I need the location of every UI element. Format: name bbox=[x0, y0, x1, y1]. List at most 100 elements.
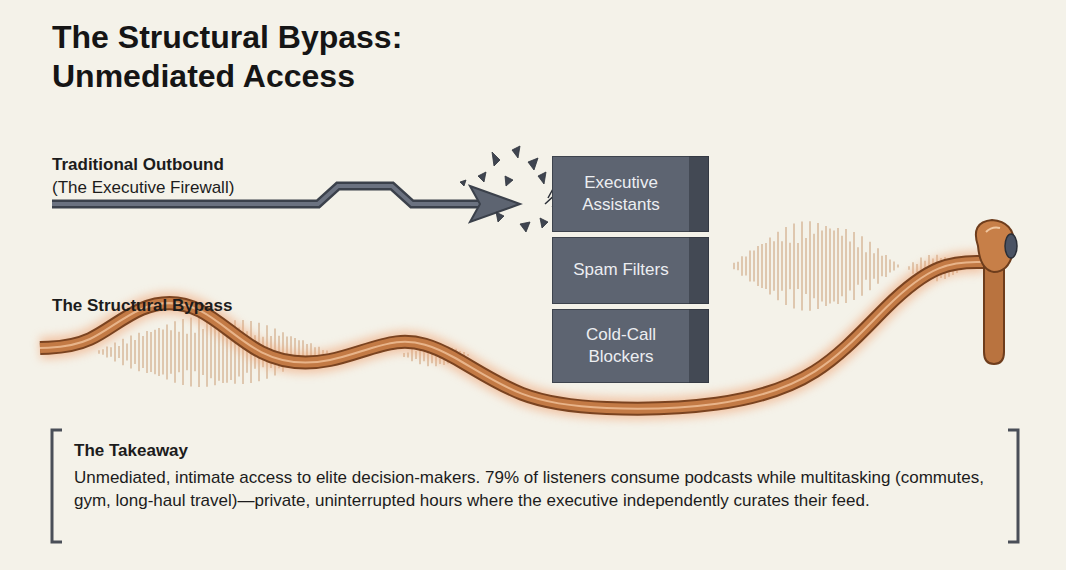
wave-stroke bbox=[737, 262, 738, 271]
wave-stroke bbox=[773, 241, 774, 290]
title: The Structural Bypass: Unmediated Access bbox=[52, 18, 532, 96]
wave-stroke bbox=[809, 221, 810, 310]
wave-stroke bbox=[170, 330, 171, 374]
wave-stroke bbox=[785, 227, 786, 305]
cable-glow bbox=[40, 262, 984, 409]
shatter-fragments bbox=[460, 146, 548, 232]
takeaway-panel: The TakeawayUnmediated, intimate access … bbox=[74, 440, 1004, 536]
wave-stroke bbox=[182, 319, 183, 385]
wave-stroke bbox=[110, 347, 111, 356]
wave-stroke bbox=[821, 230, 822, 301]
wave-stroke bbox=[845, 229, 846, 303]
wave-stroke bbox=[130, 336, 131, 369]
wave-stroke bbox=[202, 329, 203, 375]
shard bbox=[505, 176, 513, 186]
wave-stroke bbox=[198, 317, 199, 387]
wave-stroke bbox=[158, 328, 159, 376]
wave-stroke bbox=[138, 333, 139, 371]
wave-stroke bbox=[897, 265, 898, 268]
wave-stroke bbox=[194, 333, 195, 372]
wave-stroke bbox=[749, 251, 750, 282]
wave-stroke bbox=[102, 349, 103, 354]
wave-stroke bbox=[142, 336, 143, 368]
wave-stroke bbox=[126, 344, 127, 361]
wave-stroke bbox=[162, 330, 163, 375]
outbound-arrowhead bbox=[470, 186, 520, 222]
shard bbox=[540, 218, 548, 228]
wave-stroke bbox=[813, 234, 814, 298]
block-label: Cold-Call Blockers bbox=[563, 324, 679, 368]
takeaway-heading: The Takeaway bbox=[74, 440, 1004, 463]
wave-stroke bbox=[174, 321, 175, 382]
wave-stroke bbox=[777, 232, 778, 300]
wave-stroke bbox=[881, 256, 882, 277]
wave-stroke bbox=[837, 228, 838, 304]
cable-outline bbox=[40, 262, 984, 409]
wave-stroke bbox=[853, 232, 854, 300]
wave-stroke bbox=[765, 243, 766, 289]
wave-stroke bbox=[849, 242, 850, 291]
earbud-icon bbox=[976, 220, 1017, 364]
wave-stroke bbox=[877, 248, 878, 284]
wave-stroke bbox=[150, 332, 151, 372]
wave-stroke bbox=[865, 252, 866, 280]
wave-stroke bbox=[889, 260, 890, 273]
wave-stroke bbox=[781, 241, 782, 290]
wave-stroke bbox=[166, 324, 167, 379]
wave-stroke bbox=[829, 228, 830, 303]
wave-stroke bbox=[873, 253, 874, 279]
takeaway-body: Unmediated, intimate access to elite dec… bbox=[74, 467, 1004, 513]
section-label: Traditional Outbound bbox=[52, 155, 224, 175]
wave-stroke bbox=[186, 334, 187, 370]
wave-stroke bbox=[861, 236, 862, 295]
shard bbox=[520, 222, 530, 232]
wave-stroke bbox=[190, 317, 191, 386]
wave-stroke bbox=[407, 353, 408, 358]
wave-stroke bbox=[114, 343, 115, 362]
wave-stroke bbox=[857, 247, 858, 284]
wave-stroke bbox=[146, 331, 147, 373]
cable-body bbox=[40, 262, 984, 409]
wave-stroke bbox=[741, 256, 742, 276]
wave-stroke bbox=[98, 350, 99, 354]
section-label: The Structural Bypass bbox=[52, 296, 232, 316]
firewall-block: Spam Filters bbox=[552, 237, 690, 304]
shard bbox=[528, 158, 538, 170]
earbud-stem bbox=[984, 262, 1004, 364]
earbud-highlight bbox=[986, 228, 1000, 233]
wave-stroke bbox=[893, 261, 894, 270]
right-bracket bbox=[1008, 430, 1018, 542]
wave-stroke bbox=[210, 326, 211, 378]
wave-stroke bbox=[134, 340, 135, 364]
shard bbox=[512, 146, 520, 158]
wave-stroke bbox=[122, 339, 123, 365]
shard bbox=[460, 180, 466, 186]
takeaway-brackets bbox=[52, 430, 1018, 542]
wave-stroke bbox=[118, 346, 119, 358]
earbud-tip bbox=[1005, 234, 1017, 258]
wave-stroke bbox=[757, 246, 758, 286]
wave-stroke bbox=[885, 255, 886, 277]
wave-stroke bbox=[825, 226, 826, 306]
shard bbox=[478, 172, 486, 182]
wave-stroke bbox=[908, 266, 909, 269]
wave-stroke bbox=[789, 243, 790, 290]
wave-stroke bbox=[403, 353, 404, 357]
wave-stroke bbox=[753, 250, 754, 281]
wave-stroke bbox=[733, 263, 734, 270]
wave-stroke bbox=[833, 230, 834, 301]
outbound-line bbox=[52, 176, 572, 226]
bypass-cable bbox=[40, 262, 984, 409]
block-label: Executive Assistants bbox=[563, 172, 679, 216]
wave-stroke bbox=[801, 222, 802, 311]
wave-stroke bbox=[178, 332, 179, 373]
wave-stroke bbox=[869, 242, 870, 290]
firewall-block: Cold-Call Blockers bbox=[552, 309, 690, 383]
shard bbox=[538, 172, 546, 184]
wave-stroke bbox=[769, 238, 770, 295]
block-label: Spam Filters bbox=[573, 259, 668, 281]
firewall-block: Executive Assistants bbox=[552, 156, 690, 232]
wave-stroke bbox=[745, 256, 746, 275]
wave-stroke bbox=[797, 243, 798, 289]
shard bbox=[496, 212, 504, 222]
